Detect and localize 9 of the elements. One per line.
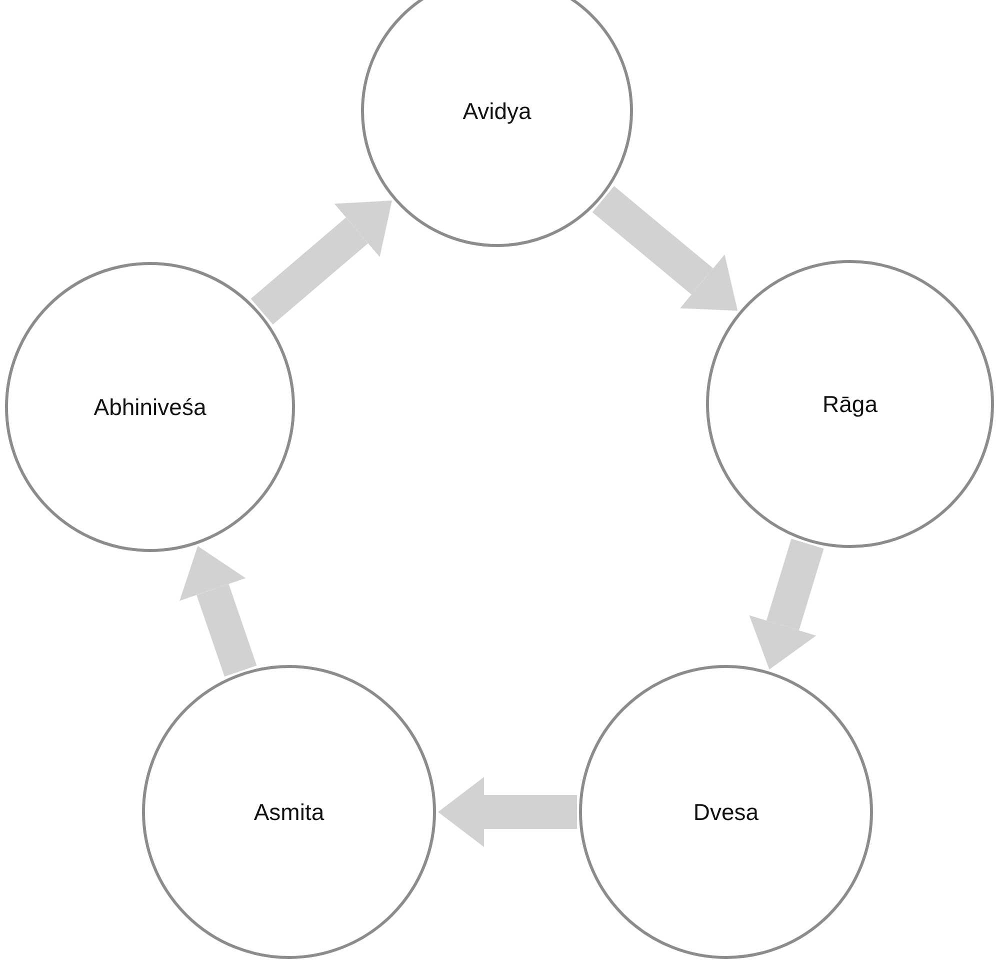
node-label: Avidya (462, 98, 532, 124)
node-label: Rāga (822, 390, 878, 418)
node-label: Abhiniveśa (94, 394, 206, 420)
node-label: Dvesa (693, 798, 759, 826)
block-arrow (749, 538, 824, 670)
block-arrow (592, 186, 738, 311)
block-arrow (180, 546, 257, 677)
node-label: Asmita (254, 798, 324, 826)
block-arrow (438, 777, 577, 847)
